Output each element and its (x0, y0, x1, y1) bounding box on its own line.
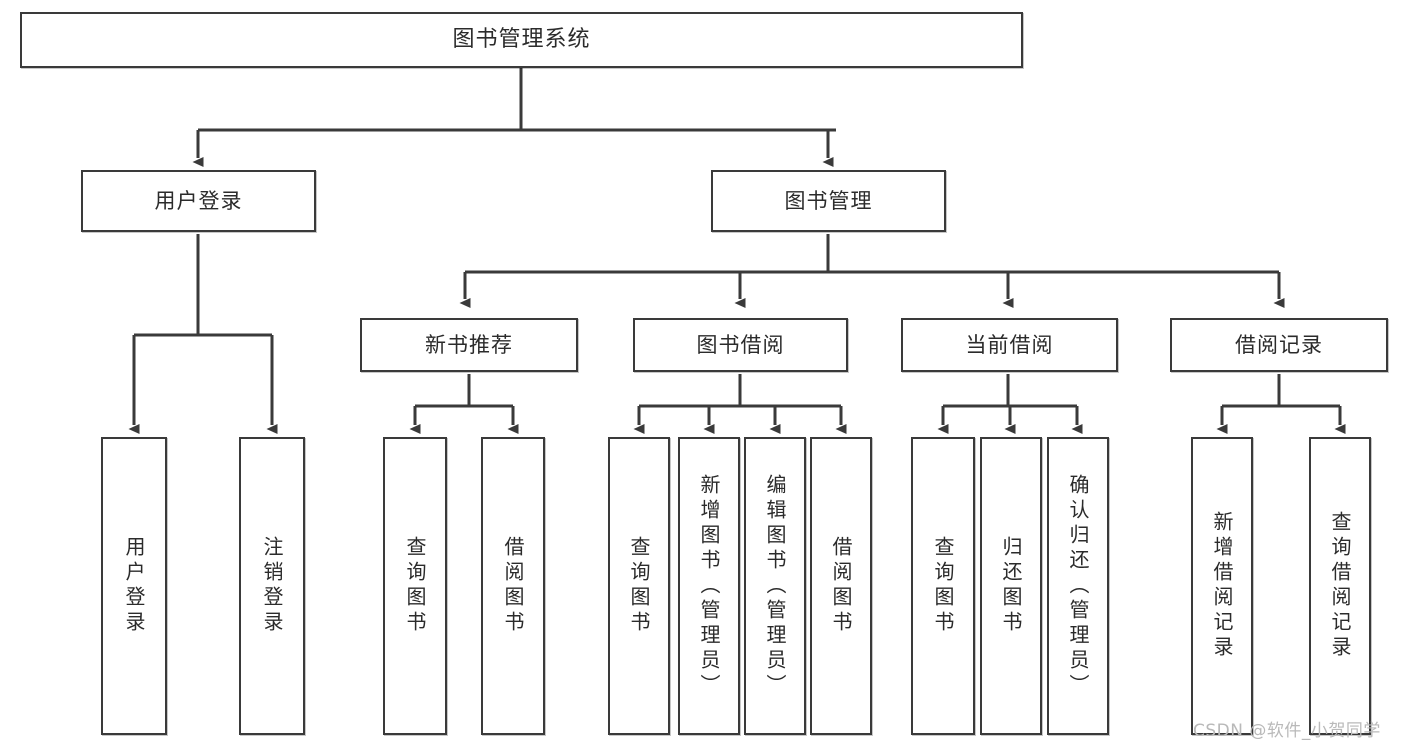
node-label: 用户登录 (122, 536, 146, 636)
node-label: 用户登录 (154, 188, 243, 213)
node-label: 借阅图书 (501, 536, 525, 636)
node-label: 新增图书（管理员） (697, 473, 721, 699)
node-label: 借阅图书 (829, 536, 853, 636)
node-label: 图书管理 (784, 188, 873, 213)
node-label: 归还图书 (999, 536, 1023, 636)
node-label: 借阅记录 (1235, 332, 1323, 357)
node-label: 新书推荐 (425, 332, 513, 357)
leaf-current-borrow-return[interactable]: 归还图书 (980, 437, 1042, 735)
csdn-watermark: CSDN @软件_小贺同学 (1193, 721, 1381, 741)
node-label: 图书管理系统 (452, 27, 591, 53)
node-root-system[interactable]: 图书管理系统 (20, 12, 1023, 68)
node-label: 查询图书 (931, 536, 955, 636)
node-label: 编辑图书（管理员） (763, 473, 787, 699)
leaf-current-borrow-query[interactable]: 查询图书 (911, 437, 975, 735)
leaf-current-borrow-confirm[interactable]: 确认归还（管理员） (1047, 437, 1109, 735)
node-new-book-recommend[interactable]: 新书推荐 (360, 318, 578, 372)
node-user-login[interactable]: 用户登录 (81, 170, 316, 232)
leaf-user-login-login[interactable]: 用户登录 (101, 437, 167, 735)
leaf-book-borrow-add[interactable]: 新增图书（管理员） (678, 437, 740, 735)
leaf-book-borrow-borrow[interactable]: 借阅图书 (810, 437, 872, 735)
leaf-book-borrow-query[interactable]: 查询图书 (608, 437, 670, 735)
node-label: 确认归还（管理员） (1066, 473, 1090, 699)
node-book-management[interactable]: 图书管理 (711, 170, 946, 232)
node-label: 当前借阅 (965, 332, 1054, 357)
leaf-new-book-borrow[interactable]: 借阅图书 (481, 437, 545, 735)
node-current-borrow[interactable]: 当前借阅 (901, 318, 1118, 372)
node-label: 图书借阅 (696, 332, 785, 357)
leaf-book-borrow-edit[interactable]: 编辑图书（管理员） (744, 437, 806, 735)
leaf-borrow-record-add[interactable]: 新增借阅记录 (1191, 437, 1253, 735)
leaf-user-login-logout[interactable]: 注销登录 (239, 437, 305, 735)
leaf-borrow-record-query[interactable]: 查询借阅记录 (1309, 437, 1371, 735)
node-borrow-record[interactable]: 借阅记录 (1170, 318, 1388, 372)
node-label: 查询图书 (627, 536, 651, 636)
node-label: 新增借阅记录 (1210, 511, 1234, 661)
node-label: 查询借阅记录 (1328, 511, 1352, 661)
node-book-borrow[interactable]: 图书借阅 (633, 318, 848, 372)
node-label: 注销登录 (260, 536, 284, 636)
leaf-new-book-query[interactable]: 查询图书 (383, 437, 447, 735)
node-label: 查询图书 (403, 536, 427, 636)
